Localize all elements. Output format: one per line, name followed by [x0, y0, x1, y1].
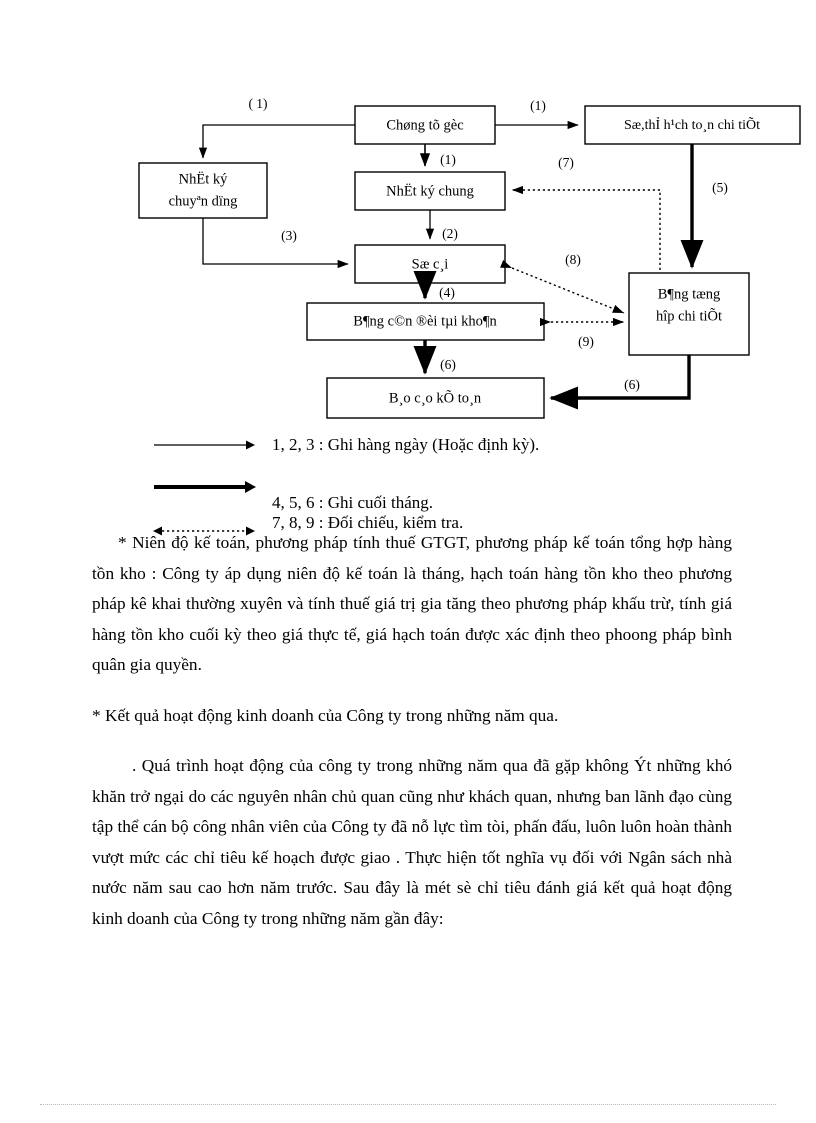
legend-label-reconcile: 7, 8, 9 : Đối chiếu, kiểm tra. — [272, 513, 464, 532]
legend-item-daily: 1, 2, 3 : Ghi hàng ngày (Hoặc định kỳ). — [152, 435, 539, 455]
box-label-chung-tu-goc: Chøng tõ gèc — [386, 117, 463, 133]
flow-number-5: (5) — [712, 180, 728, 195]
connector-1-left — [198, 124, 355, 159]
diagram-box-so-the-hach-toan: Sæ,thỈ h¹ch to¸n chi tiÕt — [584, 105, 801, 145]
paragraph-business-results-heading: * Kết quả hoạt động kinh doanh của Công … — [92, 705, 559, 725]
diagram-box-nhat-ky-chuyen-dung: NhËt ký chuyªn dïng — [138, 162, 268, 219]
flow-number-6-middle: (6) — [440, 357, 456, 372]
connector-8 — [500, 259, 625, 314]
flow-number-6-right: (6) — [624, 377, 640, 392]
legend-label-month-end: 4, 5, 6 : Ghi cuối tháng. — [272, 493, 434, 512]
diagram-box-so-cai: Sæ c¸i — [354, 244, 506, 284]
flow-number-4: (4) — [439, 285, 455, 300]
connector-3 — [202, 218, 349, 269]
legend-item-reconcile: 7, 8, 9 : Đối chiếu, kiểm tra. — [152, 513, 463, 541]
flow-number-8: (8) — [565, 252, 581, 267]
paragraph-spacer-2 — [92, 731, 732, 751]
paragraph-accounting-policy: * Niên độ kế toán, phương pháp tính thuế… — [92, 533, 732, 674]
flow-number-2: (2) — [442, 226, 458, 241]
box-label-nhat-ky-chuyen-dung-line1: NhËt ký — [179, 170, 228, 187]
flow-number-3: (3) — [281, 228, 297, 243]
page-footer-divider — [40, 1104, 776, 1105]
legend-label-daily: 1, 2, 3 : Ghi hàng ngày (Hoặc định kỳ). — [272, 435, 540, 454]
flow-number-1-right: (1) — [530, 98, 546, 113]
connector-6-right — [549, 355, 691, 410]
flow-number-7: (7) — [558, 155, 574, 170]
diagram-box-bao-cao-ke-toan: B¸o c¸o kÕ to¸n — [326, 377, 545, 419]
box-label-bang-tong-hop-line1: B¶ng tæng — [658, 286, 721, 302]
box-label-bao-cao-ke-toan: B¸o c¸o kÕ to¸n — [389, 389, 482, 406]
thick-solid-arrow-icon — [154, 481, 256, 493]
box-label-bang-tong-hop-line2: hîp chi tiÕt — [656, 307, 722, 324]
box-label-so-the-hach-toan: Sæ,thỈ h¹ch to¸n chi tiÕt — [624, 116, 760, 133]
flow-number-1-left: ( 1) — [248, 96, 267, 111]
document-body: * Niên độ kế toán, phương pháp tính thuế… — [92, 528, 732, 934]
legend-item-month-end: 4, 5, 6 : Ghi cuối tháng. — [152, 477, 433, 512]
thin-solid-arrow-icon — [154, 440, 255, 450]
accounting-flow-diagram: Chøng tõ gèc NhËt ký chuyªn dïng Sæ,thỈ … — [0, 0, 816, 430]
diagram-box-nhat-ky-chung: NhËt ký chung — [354, 171, 506, 211]
paragraph-spacer-1 — [92, 681, 732, 701]
box-label-bang-can-doi: B¶ng c©n ®èi tµi kho¶n — [353, 313, 497, 329]
box-label-nhat-ky-chung: NhËt ký chung — [386, 182, 474, 199]
diagram-box-bang-tong-hop: B¶ng tæng hîp chi tiÕt — [628, 272, 750, 356]
flow-number-1-middle: (1) — [440, 152, 456, 167]
paragraph-business-history: . Quá trình hoạt động của công ty trong … — [92, 756, 732, 928]
diagram-box-chung-tu-goc: Chøng tõ gèc — [354, 105, 496, 145]
diagram-box-bang-can-doi: B¶ng c©n ®èi tµi kho¶n — [306, 302, 545, 341]
dotted-double-arrow-icon — [153, 526, 255, 536]
diagram-legend: 1, 2, 3 : Ghi hàng ngày (Hoặc định kỳ). … — [0, 425, 816, 545]
box-label-nhat-ky-chuyen-dung-line2: chuyªn dïng — [169, 193, 238, 209]
box-label-so-cai: Sæ c¸i — [412, 256, 449, 272]
flow-number-9: (9) — [578, 334, 594, 349]
connector-7 — [512, 185, 661, 270]
